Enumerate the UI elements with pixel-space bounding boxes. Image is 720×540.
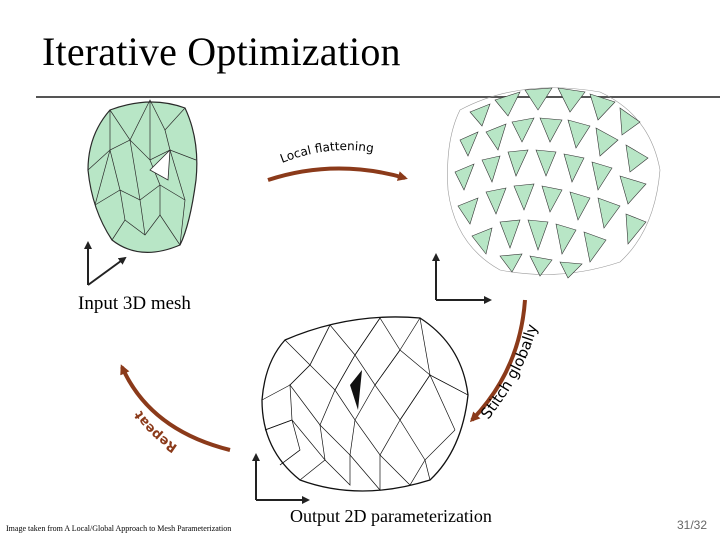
local-flattening-label: Local flattening bbox=[278, 139, 375, 166]
stitch-globally-arrow bbox=[469, 299, 527, 423]
input-mesh-label: Input 3D mesh bbox=[78, 293, 191, 314]
repeat-arrow bbox=[120, 364, 231, 452]
local-axes bbox=[432, 253, 492, 304]
output-param-label: Output 2D parameterization bbox=[290, 506, 492, 526]
local-flattened-pieces bbox=[447, 87, 661, 279]
title-rule bbox=[36, 96, 720, 98]
image-credit: Image taken from A Local/Global Approach… bbox=[6, 524, 232, 533]
slide-title: Iterative Optimization bbox=[42, 29, 401, 74]
local-flattening-arrow bbox=[267, 166, 408, 182]
stitch-globally-label: Stitch globally bbox=[477, 322, 541, 423]
page-number: 31/32 bbox=[677, 518, 708, 532]
output-2d-mesh bbox=[261, 316, 469, 492]
input-3d-mesh bbox=[87, 99, 198, 254]
input-axes bbox=[84, 241, 127, 286]
output-axes bbox=[252, 453, 310, 504]
